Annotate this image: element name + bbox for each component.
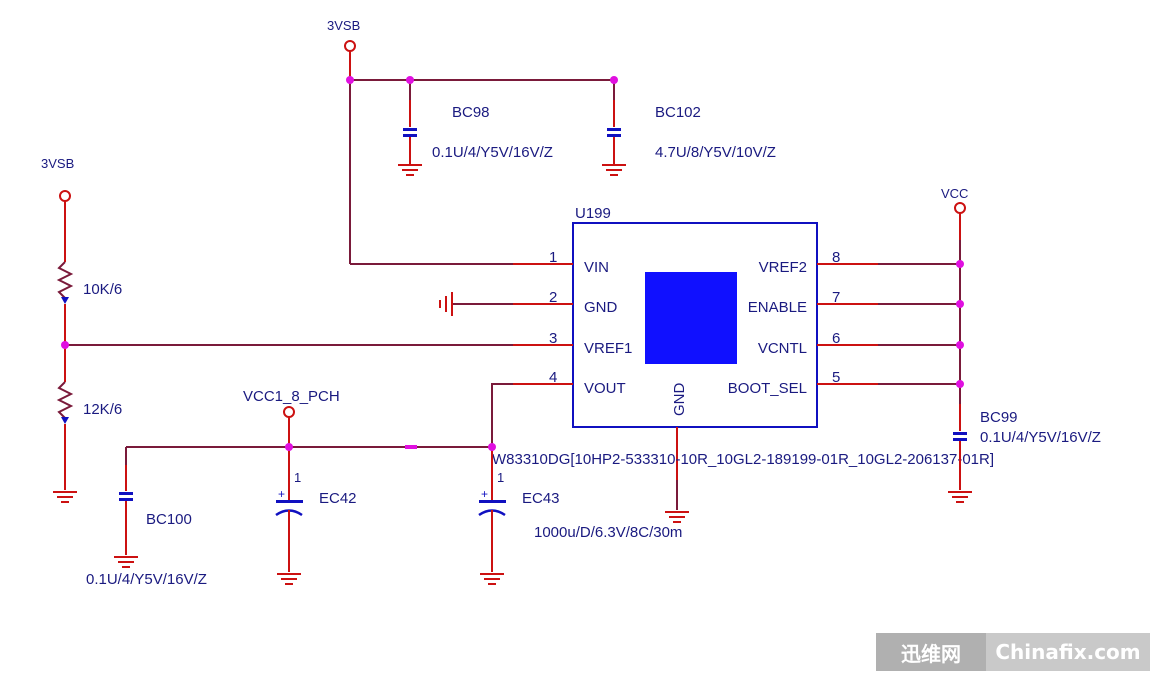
wire-vout — [491, 383, 513, 447]
capacitor-bc99: BC99 0.1U/4/Y5V/16V/Z — [948, 404, 1101, 503]
pin-num-1: 1 — [549, 249, 557, 266]
power-port-3vsb-top: 3VSB — [327, 18, 360, 80]
chip-exposed-pad — [645, 272, 737, 364]
value-ec43: 1000u/D/6.3V/8C/30m — [534, 524, 682, 541]
power-port-vcc1-8-pch: VCC1_8_PCH — [243, 388, 340, 447]
value-bc102: 4.7U/8/Y5V/10V/Z — [655, 144, 776, 161]
value-r-bottom: 12K/6 — [83, 401, 122, 418]
watermark-site: Chinafix.com — [995, 640, 1141, 664]
pin-name-boot-sel: BOOT_SEL — [728, 380, 807, 397]
power-port-3vsb-left: 3VSB — [41, 156, 74, 262]
value-bc98: 0.1U/4/Y5V/16V/Z — [432, 144, 553, 161]
pin-name-gnd: GND — [584, 299, 618, 316]
junction-3vsb-left — [346, 76, 354, 84]
pin-ec42: 1 — [294, 470, 301, 485]
value-bc99: 0.1U/4/Y5V/16V/Z — [980, 429, 1101, 446]
pin-ec43: 1 — [497, 470, 504, 485]
junction-bc98 — [406, 76, 414, 84]
pin-name-gnd-bottom: GND — [671, 383, 688, 417]
capacitor-bc102: BC102 4.7U/8/Y5V/10V/Z — [602, 80, 776, 176]
value-bc100: 0.1U/4/Y5V/16V/Z — [86, 571, 207, 588]
chip-ref: U199 — [575, 205, 611, 222]
capacitor-bc100: BC100 0.1U/4/Y5V/16V/Z — [86, 447, 207, 588]
pin-num-5: 5 — [832, 369, 840, 386]
pin-name-vout: VOUT — [584, 380, 626, 397]
ref-ec42: EC42 — [319, 490, 357, 507]
junction-vcc1 — [285, 443, 293, 451]
chip-u199: U199 1 VIN 2 GND 3 VREF1 4 VOUT 8 VREF2 … — [492, 205, 994, 523]
ref-bc98: BC98 — [452, 104, 490, 121]
junction-bc102 — [610, 76, 618, 84]
pin-num-3: 3 — [549, 330, 557, 347]
ref-bc102: BC102 — [655, 104, 701, 121]
net-label-3vsb-top: 3VSB — [327, 18, 360, 33]
net-label-vcc1-8-pch: VCC1_8_PCH — [243, 388, 340, 405]
pin-num-7: 7 — [832, 289, 840, 306]
resistor-12k: 12K/6 — [53, 345, 122, 503]
junction-vcntl — [956, 341, 964, 349]
svg-text:+: + — [481, 487, 488, 501]
pin-name-vin: VIN — [584, 259, 609, 276]
ref-bc100: BC100 — [146, 511, 192, 528]
chip-part-number: W83310DG[10HP2-533310-10R_10GL2-189199-0… — [492, 451, 994, 468]
junction-divider — [61, 341, 69, 349]
junction-vref2 — [956, 260, 964, 268]
ground-symbol-pin2 — [439, 292, 513, 316]
power-port-vcc: VCC — [941, 186, 968, 240]
net-label-vcc: VCC — [941, 186, 968, 201]
pin-name-enable: ENABLE — [748, 299, 807, 316]
watermark-logo: 迅维网 — [876, 633, 986, 671]
pin-name-vref1: VREF1 — [584, 340, 632, 357]
pin-num-6: 6 — [832, 330, 840, 347]
ref-ec43: EC43 — [522, 490, 560, 507]
capacitor-ec43: + 1 EC43 1000u/D/6.3V/8C/30m — [478, 447, 682, 585]
watermark: 迅维网 Chinafix.com — [876, 633, 1150, 671]
pin-num-2: 2 — [549, 289, 557, 306]
net-label-3vsb-left: 3VSB — [41, 156, 74, 171]
junction-enable — [956, 300, 964, 308]
capacitor-bc98: BC98 0.1U/4/Y5V/16V/Z — [398, 80, 553, 176]
pin-name-vref2: VREF2 — [759, 259, 807, 276]
value-r-top: 10K/6 — [83, 281, 122, 298]
junction-vout — [488, 443, 496, 451]
resistor-10k: 10K/6 — [56, 261, 122, 345]
junction-boot-sel — [956, 380, 964, 388]
pin-num-4: 4 — [549, 369, 557, 386]
pin-num-8: 8 — [832, 249, 840, 266]
capacitor-ec42: + 1 EC42 — [275, 447, 357, 585]
pin-name-vcntl: VCNTL — [758, 340, 807, 357]
ref-bc99: BC99 — [980, 409, 1018, 426]
svg-text:+: + — [278, 487, 285, 501]
